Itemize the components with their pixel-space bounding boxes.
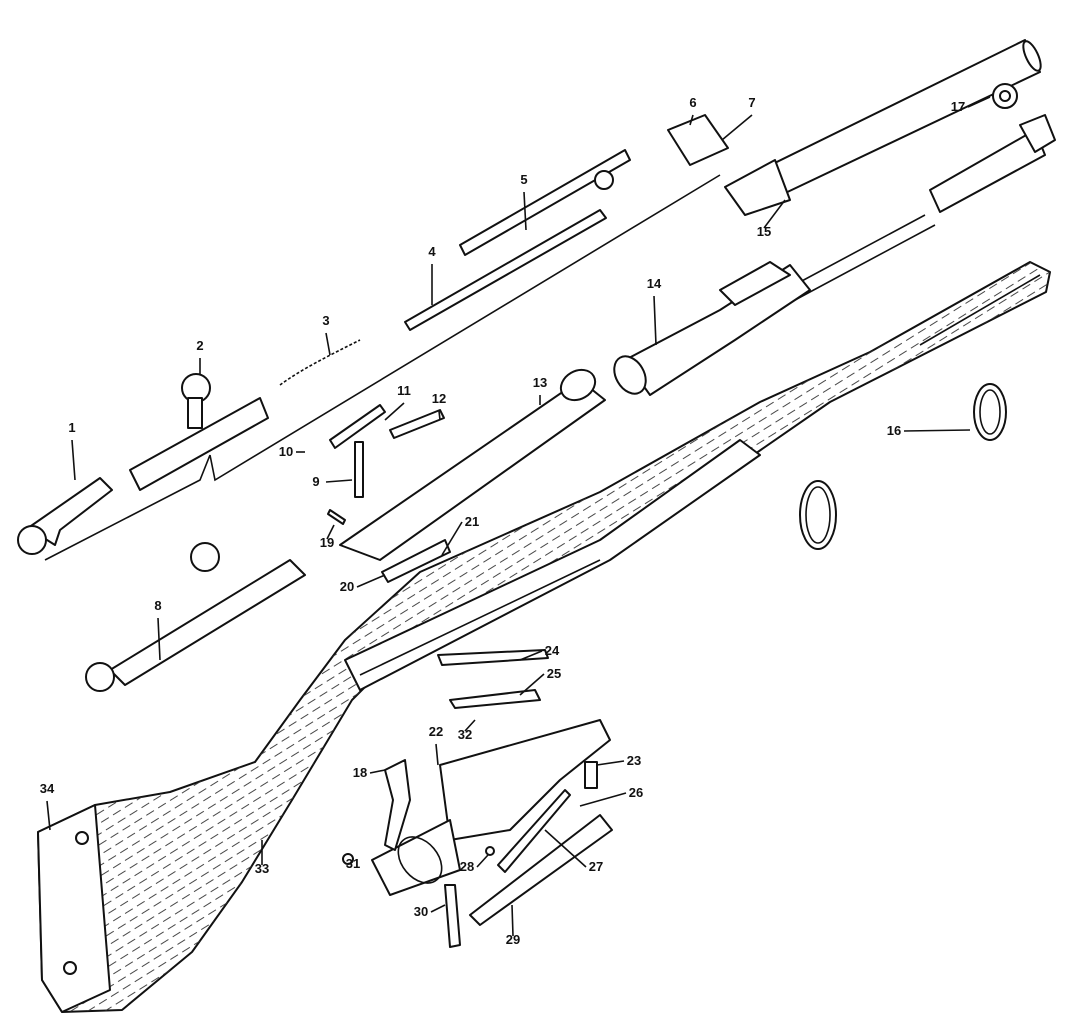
part-label-28: 28	[460, 859, 474, 874]
part-label-31: 31	[346, 856, 360, 871]
part-label-29: 29	[506, 932, 520, 947]
leader-line	[438, 410, 441, 421]
barrel	[784, 114, 1056, 301]
part-label-1: 1	[68, 420, 75, 435]
leader-line	[356, 574, 386, 588]
part-label-19: 19	[320, 535, 334, 550]
part-label-34: 34	[40, 781, 55, 796]
leader-line	[430, 904, 446, 913]
part-label-5: 5	[520, 172, 527, 187]
leader-line	[46, 800, 51, 831]
leader-line	[464, 719, 476, 732]
barrel-bands	[799, 383, 1007, 550]
bolt-parts	[17, 114, 729, 692]
receiver	[613, 261, 811, 396]
leader-line	[326, 524, 335, 540]
leader-line	[435, 743, 439, 766]
leader-line	[544, 829, 587, 868]
leader-line	[384, 402, 405, 421]
leader-line	[441, 521, 463, 556]
part-label-3: 3	[322, 313, 329, 328]
leader-line	[653, 295, 657, 346]
part-label-20: 20	[340, 579, 354, 594]
leader-line	[325, 332, 331, 356]
leader-line	[519, 673, 545, 696]
part-label-32: 32	[458, 727, 472, 742]
stock	[37, 261, 1051, 1013]
handguard-upper	[724, 39, 1042, 216]
part-label-24: 24	[545, 643, 560, 658]
leader-line	[71, 439, 76, 481]
leader-line	[579, 792, 627, 807]
leader-line	[519, 650, 543, 661]
part-label-13: 13	[533, 375, 547, 390]
part-label-16: 16	[887, 423, 901, 438]
part-label-27: 27	[589, 859, 603, 874]
leader-line	[523, 191, 527, 231]
front-sight-17	[992, 83, 1018, 109]
part-label-8: 8	[154, 598, 161, 613]
part-label-12: 12	[432, 391, 446, 406]
trigger-magazine-group	[342, 649, 613, 948]
part-label-14: 14	[647, 276, 662, 291]
part-label-22: 22	[429, 724, 443, 739]
leader-line	[903, 429, 971, 432]
part-label-10: 10	[279, 444, 293, 459]
part-label-26: 26	[629, 785, 643, 800]
leader-line	[351, 859, 354, 863]
part-label-25: 25	[547, 666, 561, 681]
part-label-30: 30	[414, 904, 428, 919]
part-label-18: 18	[353, 765, 367, 780]
part-label-33: 33	[255, 861, 269, 876]
leader-line	[325, 479, 353, 483]
part-label-17: 17	[951, 99, 965, 114]
part-label-9: 9	[312, 474, 319, 489]
leader-line	[596, 760, 625, 766]
leader-line	[967, 96, 991, 108]
leader-line	[721, 114, 753, 141]
part-label-15: 15	[757, 224, 771, 239]
part-label-7: 7	[748, 95, 755, 110]
leader-line	[763, 199, 786, 229]
part-label-21: 21	[465, 514, 479, 529]
part-label-11: 11	[397, 383, 411, 398]
part-label-4: 4	[428, 244, 436, 259]
part-label-2: 2	[196, 338, 203, 353]
leader-line	[476, 854, 489, 868]
part-label-23: 23	[627, 753, 641, 768]
leader-line	[511, 904, 514, 937]
part-label-6: 6	[689, 95, 696, 110]
leader-line	[157, 617, 161, 661]
leader-line	[689, 114, 694, 126]
leader-line	[369, 769, 386, 774]
